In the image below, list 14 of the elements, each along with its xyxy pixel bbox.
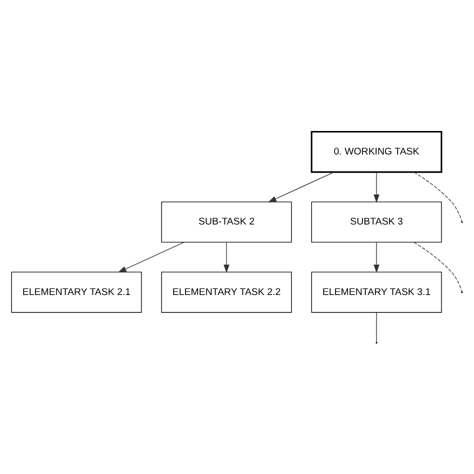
node-box: ELEMENTARY TASK 2.1: [11, 271, 142, 312]
arrow: [374, 171, 380, 202]
arrow: [118, 241, 184, 272]
connector: [414, 241, 462, 292]
arrow: [224, 241, 230, 272]
node-box: 0. WORKING TASK: [310, 130, 442, 172]
connector: [414, 171, 462, 222]
node-box: ELEMENTARY TASK 3.1: [311, 271, 442, 312]
arrow: [268, 171, 334, 202]
node-box: SUB-TASK 2: [161, 201, 292, 242]
node-box: SUBTASK 3: [311, 201, 442, 242]
node-box: ELEMENTARY TASK 2.2: [161, 271, 292, 312]
arrow: [374, 241, 380, 272]
connector: [376, 312, 377, 342]
